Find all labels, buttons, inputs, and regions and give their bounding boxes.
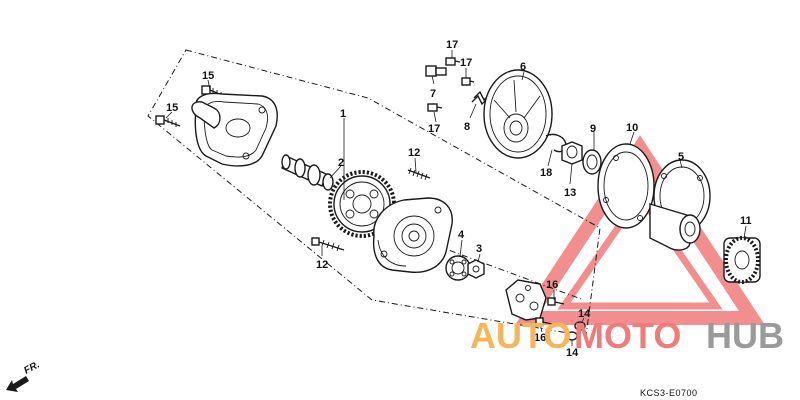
stud-12-lower bbox=[311, 237, 345, 252]
callout-18: 18 bbox=[540, 167, 552, 179]
collar-13 bbox=[561, 141, 583, 165]
inner-housing bbox=[372, 197, 453, 273]
starter-cover-housing bbox=[191, 92, 278, 167]
watermark-wordmark: AUTO MOTO HUB bbox=[470, 315, 784, 356]
stud-12-upper bbox=[407, 167, 431, 181]
callout-3: 3 bbox=[476, 243, 482, 255]
callout-4: 4 bbox=[458, 229, 465, 241]
bolt-16-upper bbox=[547, 297, 565, 306]
bolt-17-lower bbox=[427, 103, 443, 112]
callout-11: 11 bbox=[740, 215, 752, 227]
callout-15-upper: 15 bbox=[202, 70, 214, 82]
housing-5 bbox=[649, 159, 711, 251]
front-direction-indicator: FR. bbox=[6, 359, 42, 392]
drawing-code: KCS3-E0700 bbox=[640, 388, 698, 398]
callout-7: 7 bbox=[430, 88, 436, 100]
callout-12-upper: 12 bbox=[408, 147, 420, 159]
callout-labels: 1 2 3 4 5 6 7 8 9 10 11 12 12 13 14 14 1… bbox=[166, 39, 752, 359]
front-arrow-icon bbox=[6, 376, 29, 392]
starter-driven-gear bbox=[281, 154, 396, 238]
gasket-10 bbox=[597, 143, 655, 229]
callout-9: 9 bbox=[590, 123, 596, 135]
pin-7 bbox=[425, 65, 447, 77]
callout-1: 1 bbox=[340, 108, 346, 120]
watermark-text-auto: AUTO bbox=[470, 315, 571, 356]
callout-16-upper: 16 bbox=[546, 279, 558, 291]
washer-14-upper bbox=[574, 321, 586, 331]
callout-17-lower: 17 bbox=[428, 123, 440, 135]
bolt-15-lower bbox=[155, 115, 181, 127]
watermark-text-moto: MOTO bbox=[574, 315, 681, 356]
bolt-17-top bbox=[445, 57, 461, 66]
mounting-bracket bbox=[505, 279, 547, 321]
clutch-outer-6 bbox=[483, 69, 553, 159]
leader-lines bbox=[165, 50, 747, 346]
callout-17-top: 17 bbox=[446, 39, 458, 51]
callout-14-upper: 14 bbox=[578, 308, 591, 320]
callout-5: 5 bbox=[678, 151, 684, 163]
nut-3 bbox=[467, 259, 485, 279]
gear-11 bbox=[723, 236, 761, 284]
bolt-17-mid bbox=[461, 77, 475, 86]
callout-13: 13 bbox=[564, 187, 576, 199]
bolt-16-lower bbox=[535, 317, 553, 326]
callout-8: 8 bbox=[464, 121, 470, 133]
callout-2: 2 bbox=[338, 157, 344, 169]
callout-6: 6 bbox=[520, 61, 526, 73]
callout-16-lower: 16 bbox=[534, 332, 546, 344]
callout-15-lower: 15 bbox=[166, 102, 178, 114]
bearing-4 bbox=[445, 255, 471, 281]
front-label: FR. bbox=[22, 359, 41, 376]
callout-17-mid: 17 bbox=[460, 57, 472, 69]
ring-9 bbox=[582, 149, 602, 175]
assembly-outline bbox=[147, 49, 601, 337]
callout-10: 10 bbox=[626, 122, 638, 134]
watermark-text-hub: HUB bbox=[706, 315, 784, 356]
callout-12-lower: 12 bbox=[316, 259, 328, 271]
callout-14-lower: 14 bbox=[566, 347, 579, 359]
